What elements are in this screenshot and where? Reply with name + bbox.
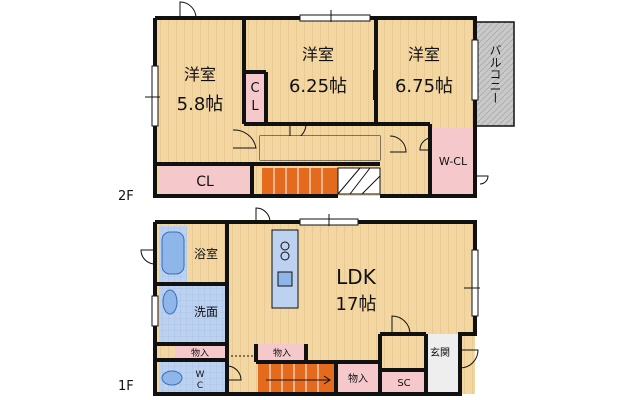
shoe-closet-label: SC: [397, 378, 410, 389]
ldk-size: 17帖: [336, 294, 377, 315]
hallway-2f-floor: [260, 136, 380, 160]
storage2-floor: [258, 344, 306, 360]
door-2f-east: [475, 175, 489, 185]
room2-size: 6.25帖: [289, 76, 347, 97]
walk-in-closet-area: [430, 128, 475, 196]
toilet-label-w: W: [196, 370, 205, 380]
closet-small-label-l: L: [251, 99, 259, 114]
door-2f-room3: [389, 135, 407, 153]
wall-2f-f: [244, 70, 268, 124]
window-2f-west: [151, 65, 159, 127]
door-2f-room1: [232, 129, 257, 149]
floor2-label: 2F: [118, 189, 134, 204]
closet-small-label-c: C: [250, 81, 259, 96]
bathtub: [161, 231, 185, 275]
room1-name: 洋室: [184, 65, 216, 84]
storage1-floor: [175, 344, 225, 360]
storage2-label: 物入: [273, 347, 291, 359]
storage3-floor: [336, 362, 380, 394]
window-2f-north: [299, 14, 371, 22]
door-2f-wcl: [419, 137, 431, 151]
bathroom-label: 浴室: [194, 246, 218, 261]
closet-small-area: [244, 72, 266, 124]
floor-2: 洋室 5.8帖 洋室 6.25帖 洋室 6.75帖 C L CL W-CL バル…: [118, 1, 515, 204]
floor1-outer-wall: [153, 220, 477, 396]
room3-size: 6.75帖: [395, 76, 453, 97]
wall-1f-e: [254, 344, 380, 364]
door-1f-hall: [391, 315, 411, 335]
kitchen-counter: [271, 229, 299, 309]
balcony-label: バルコニー: [488, 44, 502, 104]
door-1f-entrance: [459, 349, 479, 369]
door-1f-wc: [226, 365, 242, 381]
toilet-label-c: C: [197, 381, 203, 391]
window-1f-east: [471, 249, 479, 317]
ldk-name: LDK: [336, 265, 377, 289]
door-1f-top: [255, 207, 271, 223]
shoe-closet-floor: [382, 372, 426, 394]
stairs-2f: [262, 167, 381, 195]
window-2f-east: [471, 39, 479, 101]
closet-bottom-label: CL: [196, 174, 214, 190]
room1-size: 5.8帖: [177, 94, 224, 115]
room3-name: 洋室: [408, 45, 440, 64]
room2-name: 洋室: [302, 45, 334, 64]
floor1-label: 1F: [118, 379, 134, 394]
door-2f-top: [179, 1, 197, 19]
storage3-label: 物入: [348, 372, 368, 385]
sink: [162, 289, 178, 315]
washroom-label: 洗面: [194, 305, 218, 319]
entrance-label: 玄関: [430, 346, 450, 359]
floor-1: LDK 17帖 浴室 洗面 W C 物入 物入 物入 玄関 SC 1F: [118, 207, 480, 396]
closet-bottom-area: [159, 166, 252, 194]
wall-1f-f: [378, 332, 426, 394]
storage1-label: 物入: [191, 347, 209, 359]
door-1f-bath: [140, 249, 156, 265]
toilet-bowl: [161, 370, 183, 386]
balcony-area: [475, 21, 515, 127]
walk-in-closet-label: W-CL: [439, 155, 468, 168]
entrance-floor: [426, 334, 460, 394]
window-1f-wash: [151, 295, 159, 327]
stairs-1f: [258, 364, 334, 394]
